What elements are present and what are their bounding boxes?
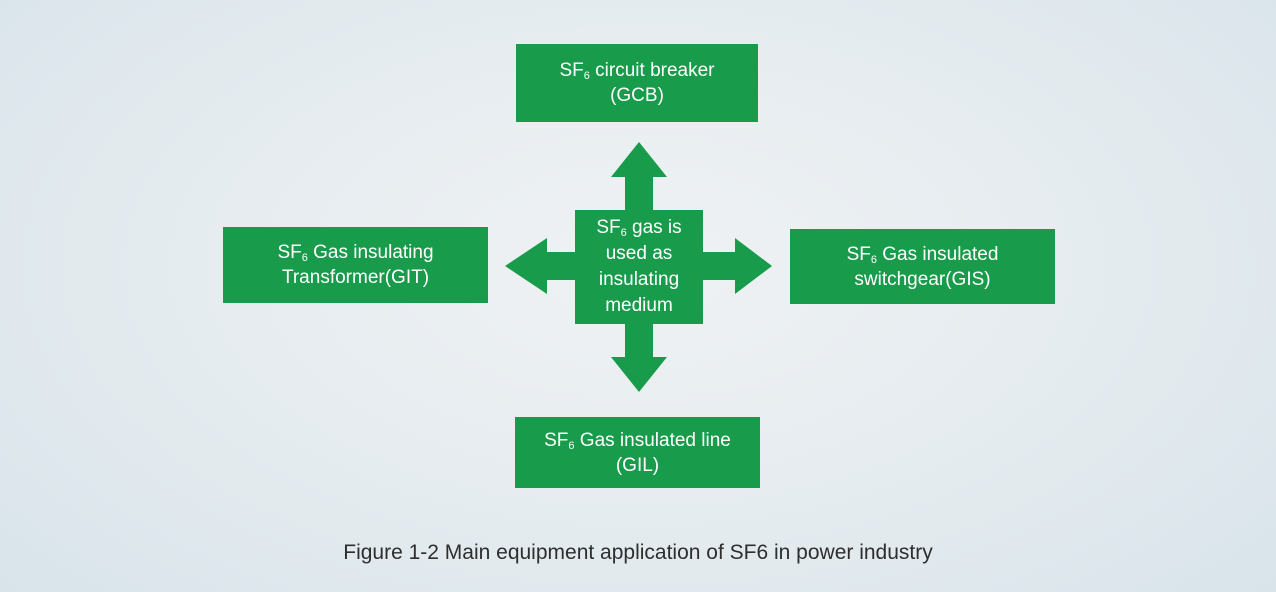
- node-center-sf6-gas: SF6 gas is used as insulating medium: [575, 210, 703, 324]
- node-gis: SF6 Gas insulated switchgear(GIS): [790, 229, 1055, 304]
- node-line: used as: [605, 243, 673, 264]
- node-line: SF6 Gas insulated line: [544, 428, 731, 453]
- arrow-down-icon: [611, 320, 667, 392]
- arrow-left-icon: [505, 238, 580, 294]
- node-line-text: Gas insulating: [307, 242, 434, 263]
- node-line: SF6 Gas insulated: [847, 242, 999, 267]
- sf6-label: SF: [846, 243, 871, 265]
- arrow-up-icon: [611, 142, 667, 215]
- node-line: SF6 circuit breaker: [559, 58, 714, 83]
- node-line: SF6 gas is: [596, 215, 681, 241]
- arrow-right-icon: [698, 238, 772, 294]
- node-line-text: circuit breaker: [589, 60, 715, 81]
- node-line: insulating: [598, 269, 680, 290]
- node-line-text: gas is: [626, 217, 682, 238]
- node-gil: SF6 Gas insulated line (GIL): [515, 417, 760, 488]
- sf6-subscript: 6: [870, 253, 877, 266]
- figure-caption: Figure 1-2 Main equipment application of…: [343, 541, 933, 564]
- node-line: medium: [605, 295, 673, 316]
- sf6-label: SF: [544, 429, 569, 451]
- sf6-subscript: 6: [620, 227, 627, 239]
- sf6-label: SF: [596, 217, 621, 238]
- node-line: Transformer(GIT): [281, 267, 430, 288]
- sf6-label: SF: [277, 242, 302, 263]
- sf6-subscript: 6: [301, 252, 308, 264]
- sf6-label: SF: [559, 60, 584, 81]
- node-line: (GCB): [610, 85, 664, 106]
- sf6-subscript: 6: [568, 439, 575, 452]
- node-gcb: SF6 circuit breaker (GCB): [516, 44, 758, 122]
- node-line: switchgear(GIS): [854, 268, 991, 290]
- node-line-text: Gas insulated line: [574, 429, 731, 451]
- node-git: SF6 Gas insulating Transformer(GIT): [223, 227, 488, 303]
- node-line: SF6 Gas insulating: [277, 240, 433, 265]
- sf6-subscript: 6: [583, 70, 590, 82]
- node-line: (GIL): [615, 454, 660, 476]
- node-line-text: Gas insulated: [876, 243, 999, 265]
